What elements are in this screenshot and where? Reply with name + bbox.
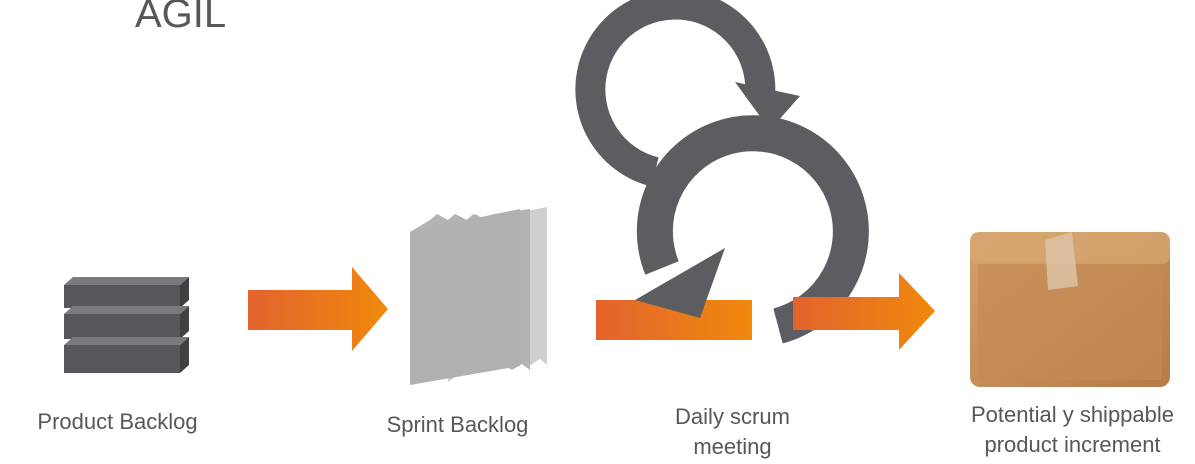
daily-scrum-label-line2: meeting xyxy=(693,434,772,459)
flow-arrow-3 xyxy=(793,273,935,350)
increment-label-line1: Potential y shippable xyxy=(970,402,1175,427)
sprint-pages-icon xyxy=(410,207,547,385)
outer-cycle-line2: week xyxy=(651,80,704,105)
daily-scrum-label-line1: Daily scrum xyxy=(675,404,790,429)
outer-cycle-line1: 24 h xyxy=(657,46,700,71)
diagram-title: AGIL xyxy=(135,0,227,36)
flow-arrow-1 xyxy=(248,267,388,351)
sprint-backlog-label: Sprint Backlog xyxy=(386,412,529,437)
product-backlog-label: Product Backlog xyxy=(37,409,198,434)
cycle-arrow-icon xyxy=(575,0,800,187)
increment-label-line2: product increment xyxy=(984,432,1161,457)
inner-cycle-label: 24 hours xyxy=(709,210,795,235)
daily-cycle-arrow-icon xyxy=(635,115,869,344)
shipping-box-icon xyxy=(970,232,1170,387)
backlog-stack-icon xyxy=(64,277,189,373)
